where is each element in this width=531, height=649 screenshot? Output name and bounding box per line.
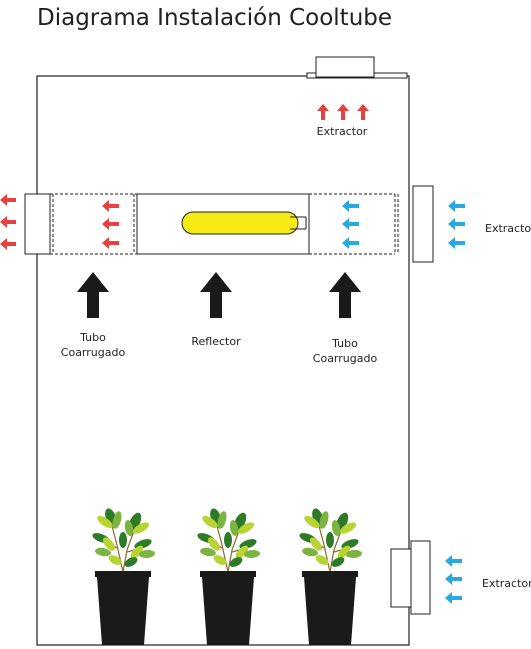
- arrow-left-icon: [448, 200, 465, 212]
- right-intake-arrows: [448, 200, 465, 249]
- airflow-arrow-up-icon: [77, 272, 109, 318]
- reflector-label: Reflector: [191, 335, 241, 348]
- left-wall-port: [24, 193, 51, 255]
- potted-plant-icon: [299, 508, 362, 645]
- arrow-left-icon: [342, 200, 359, 212]
- arrow-left-icon: [448, 237, 465, 249]
- arrow-left-icon: [102, 200, 119, 212]
- arrow-left-icon: [445, 573, 462, 585]
- arrow-left-icon: [342, 237, 359, 249]
- potted-plant-icon: [197, 508, 260, 645]
- right-extractor: [412, 185, 434, 263]
- arrow-left-icon: [102, 237, 119, 249]
- potted-plant-icon: [92, 508, 155, 645]
- top-extractor-label: Extractor: [317, 125, 368, 138]
- arrow-left-icon: [445, 592, 462, 604]
- left-duct-label-line1: Tubo: [79, 331, 106, 344]
- left-corrugated-duct: [50, 193, 137, 255]
- right-duct-label-line1: Tubo: [331, 337, 358, 350]
- airflow-arrow-up-icon: [329, 272, 361, 318]
- top-exhaust-arrows: [317, 104, 369, 120]
- bottom-intake-arrows: [445, 555, 462, 604]
- left-exhaust-outside-arrows: [0, 194, 16, 250]
- airflow-arrow-up-icon: [200, 272, 232, 318]
- right-extractor-label: Extractor: [485, 222, 531, 235]
- arrow-left-icon: [448, 218, 465, 230]
- lamp-bulb-icon: [181, 211, 307, 235]
- right-duct-label-line2: Coarrugado: [313, 352, 378, 365]
- arrow-left-icon: [0, 216, 16, 228]
- right-duct-arrows: [342, 200, 359, 249]
- left-duct-arrows: [102, 200, 119, 249]
- diagram-title: Diagrama Instalación Cooltube: [37, 5, 392, 31]
- bottom-extractor-body: [390, 548, 412, 608]
- arrow-left-icon: [102, 218, 119, 230]
- top-extractor: [315, 56, 375, 78]
- right-corrugated-duct: [309, 193, 399, 255]
- bottom-extractor-label: Extractor: [482, 577, 531, 590]
- arrow-left-icon: [342, 218, 359, 230]
- left-duct-label-line2: Coarrugado: [61, 346, 126, 359]
- arrow-left-icon: [445, 555, 462, 567]
- arrow-up-icon: [317, 104, 329, 120]
- arrow-up-icon: [357, 104, 369, 120]
- arrow-up-icon: [337, 104, 349, 120]
- arrow-left-icon: [0, 194, 16, 206]
- arrow-left-icon: [0, 238, 16, 250]
- bottom-extractor: [410, 540, 431, 615]
